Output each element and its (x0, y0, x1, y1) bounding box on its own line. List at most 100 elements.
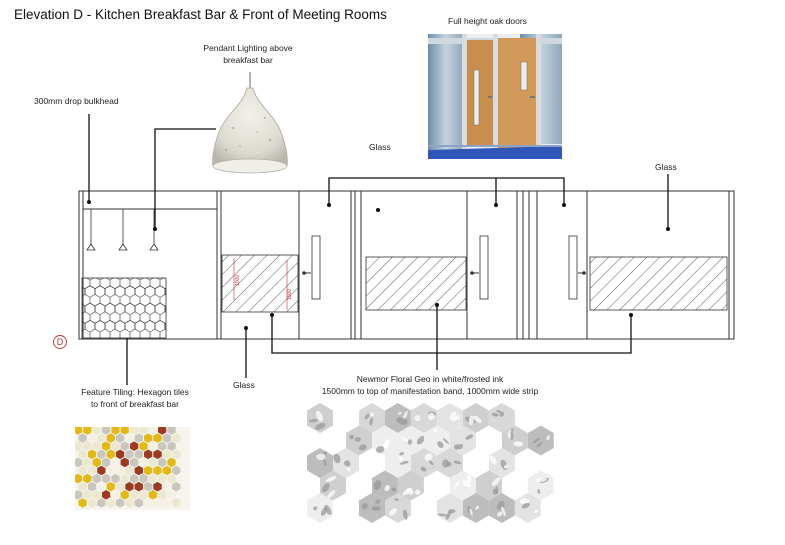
hex-tile (172, 481, 181, 492)
floral-leaf (497, 511, 503, 517)
hex-tile (83, 425, 92, 435)
hex-tile (115, 465, 125, 476)
hex-tile (106, 481, 115, 492)
hex-tile (172, 449, 181, 460)
floral-leaf (475, 505, 479, 510)
hex-tile (78, 481, 87, 492)
floral-hex (372, 470, 398, 501)
hex-tile (120, 457, 129, 468)
hex-tile (111, 441, 120, 451)
newmor-label-line2: 1500mm to top of manifestation band, 100… (321, 386, 539, 396)
hex-tile (144, 449, 153, 460)
floral-leaf (361, 503, 368, 510)
hex-tile (92, 425, 101, 435)
floral-leaf (369, 412, 374, 417)
hex-tile (115, 449, 125, 460)
hex-tile (87, 465, 97, 476)
hex-tile (148, 441, 157, 451)
floral-leaf (313, 506, 318, 511)
hex-tile (87, 433, 97, 443)
hex-tile (111, 425, 120, 435)
floral-leaf (383, 438, 390, 449)
hex-tile (120, 473, 129, 484)
floral-leaf (449, 411, 457, 420)
hex-tile (162, 481, 171, 492)
floral-leaf (391, 487, 397, 492)
floral-leaf (407, 439, 413, 445)
floral-leaf (324, 504, 332, 515)
glass-label-bottom: Glass (233, 380, 255, 390)
hex-tile (97, 449, 106, 460)
floral-leaf (519, 498, 530, 504)
tiling-label-line1: Feature Tiling: Hexagon tiles (81, 387, 189, 397)
hex-tile (115, 481, 125, 492)
hex-tile (92, 457, 101, 468)
hex-tile (153, 449, 162, 460)
hex-tile (73, 473, 83, 484)
oak-doors-photo (428, 34, 562, 159)
floral-leaf (433, 428, 438, 433)
elevation-marker-letter: D (56, 337, 64, 347)
hex-tile (111, 457, 120, 468)
floral-leaf (321, 483, 330, 493)
pendant-shade-image (212, 72, 288, 174)
drawing-title: Elevation D - Kitchen Breakfast Bar & Fr… (14, 7, 387, 22)
hex-tile (97, 498, 106, 508)
floral-leaf (315, 410, 323, 422)
hex-tile (92, 473, 101, 484)
hex-tile (111, 490, 120, 500)
hex-tile (153, 498, 162, 508)
floral-leaf (468, 415, 474, 426)
hex-tile (144, 433, 153, 443)
hex-tile (167, 457, 176, 468)
hex-tile (167, 441, 176, 451)
hex-tile (167, 425, 176, 435)
hex-tile (162, 498, 171, 508)
floral-leaf (466, 475, 472, 484)
hex-tile (87, 481, 97, 492)
door-vision-panels (311, 235, 578, 300)
hex-tile (144, 481, 153, 492)
hex-tile (106, 498, 115, 508)
floral-leaf (402, 509, 408, 520)
hex-tile (134, 465, 143, 476)
floral-leaf (373, 479, 382, 491)
oak-doors-label: Full height oak doors (448, 16, 527, 26)
hexagon-tile-panel (81, 277, 167, 339)
floral-leaf (492, 488, 499, 495)
door-handles (302, 271, 586, 275)
floral-hex (385, 448, 411, 478)
floral-geo-sample (307, 403, 554, 523)
hex-tile (78, 498, 87, 508)
floral-leaf (454, 444, 459, 450)
floral-leaf (428, 412, 435, 421)
hex-tile (92, 490, 101, 500)
hex-tile (73, 425, 83, 435)
leader-lines (88, 114, 669, 385)
hex-tile (125, 498, 134, 508)
floral-leaf (456, 443, 463, 450)
hex-tile (139, 473, 148, 484)
hex-tile (130, 473, 139, 484)
floral-leaf (389, 508, 398, 516)
hex-tile (153, 465, 162, 476)
hex-tile (134, 498, 143, 508)
hex-tile (125, 465, 134, 476)
floral-leaf (308, 419, 318, 423)
floral-leaf (437, 441, 444, 448)
dimension-text-2: 1500 (287, 289, 293, 300)
glass-label-center: Glass (369, 142, 391, 152)
hex-tile (111, 473, 120, 484)
hex-tile (115, 433, 125, 443)
floral-leaf (402, 487, 412, 496)
floral-leaf (415, 489, 421, 495)
hex-tile (158, 425, 167, 435)
floral-leaf (344, 460, 351, 467)
hex-tile (148, 425, 157, 435)
hex-tile (120, 425, 129, 435)
hex-tile (130, 441, 139, 451)
hex-tile (167, 490, 176, 500)
hex-tile (106, 449, 115, 460)
hex-tile (148, 490, 157, 500)
